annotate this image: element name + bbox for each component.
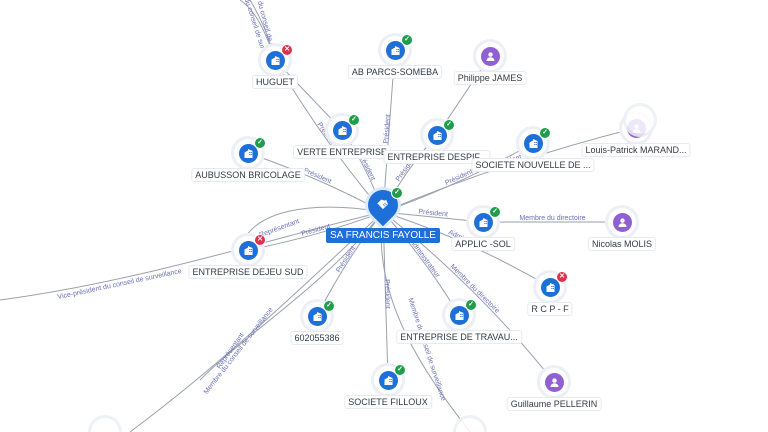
building-icon (427, 125, 447, 145)
node-label-philippe[interactable]: Philippe JAMES (454, 72, 526, 84)
edge-label-nouvelle: Président (444, 168, 474, 187)
edge-offscreen-0 (0, 211, 384, 301)
node-label-despif[interactable]: ENTREPRISE DESPIF... (384, 151, 490, 163)
check-icon: ✓ (465, 299, 477, 311)
check-icon: ✓ (323, 300, 335, 312)
building-icon (378, 370, 398, 390)
check-icon: ✓ (254, 137, 266, 149)
node-marker-nicolas[interactable] (608, 208, 636, 236)
node-label-rcpf[interactable]: R C P - F (528, 303, 572, 315)
node-marker-philippe[interactable] (476, 42, 504, 70)
node-label-verte[interactable]: VERTE ENTREPRISE (294, 146, 390, 158)
cross-icon: ✕ (254, 234, 266, 246)
building-icon (523, 133, 543, 153)
check-icon: ✓ (391, 187, 403, 199)
edge-label-n602: Président (335, 245, 357, 274)
edge-label-ab-parcs: Président (383, 114, 392, 144)
building-icon (265, 50, 285, 70)
building-icon (449, 305, 469, 325)
check-icon: ✓ (394, 364, 406, 376)
node-label-guillaume[interactable]: Guillaume PELLERIN (507, 398, 601, 410)
check-icon: ✓ (443, 119, 455, 131)
check-icon: ✓ (348, 114, 360, 126)
node-label-travau[interactable]: ENTREPRISE DE TRAVAU... (397, 331, 521, 343)
node-label-applic[interactable]: APPLIC -SOL (452, 238, 514, 250)
building-icon (332, 120, 352, 140)
node-label-filloux[interactable]: SOCIETE FILLOUX (345, 396, 431, 408)
node-label-dejeu[interactable]: ENTREPRISE DEJEU SUD (189, 266, 307, 278)
node-marker-travau[interactable] (445, 301, 473, 329)
edge-label-travau: Administrateur (408, 239, 441, 280)
node-marker (626, 106, 654, 134)
edge-c-dejeu (247, 211, 384, 251)
edge-c-nouvelle (382, 142, 534, 213)
node-label-ab-parcs[interactable]: AB PARCS-SOMEBA (348, 66, 442, 78)
node-label-louis[interactable]: Louis-Patrick MARAND... (582, 144, 690, 156)
building-icon (540, 277, 560, 297)
node-label-aubusson[interactable]: AUBUSSON BRICOLAGE (192, 169, 304, 181)
person-icon (544, 372, 564, 392)
edge-label-filloux: Président (383, 279, 391, 309)
center-marker[interactable] (361, 183, 405, 227)
node-marker-guillaume[interactable] (540, 368, 568, 396)
check-icon: ✓ (539, 127, 551, 139)
edge-label-offscreen-0: Vice-président du conseil de surveillanc… (57, 268, 183, 301)
edge-label-nicolas: Membre du directoire (519, 215, 585, 222)
center-node-label[interactable]: SA FRANCIS FAYOLLE (326, 228, 440, 243)
check-icon: ✓ (401, 34, 413, 46)
building-icon (385, 40, 405, 60)
check-icon: ✓ (489, 206, 501, 218)
building-icon (473, 212, 493, 232)
edge-label-offscreen-2: Membre du conseil de surveillance (406, 297, 446, 402)
edge-label-aubusson: Président (302, 167, 332, 185)
edge-label-applic: Président (418, 209, 448, 219)
building-icon (238, 240, 258, 260)
node-label-nouvelle[interactable]: SOCIETE NOUVELLE DE ... (472, 159, 594, 171)
node-label-n602[interactable]: 602055386 (291, 332, 343, 344)
node-marker-verte[interactable] (328, 116, 356, 144)
person-icon (612, 212, 632, 232)
node-label-huguet[interactable]: HUGUET (253, 76, 297, 88)
building-icon (376, 196, 389, 214)
building-icon (307, 306, 327, 326)
cross-icon: ✕ (556, 271, 568, 283)
node-marker-n602[interactable] (303, 302, 331, 330)
edge-label-offscreen-1: Membre du conseil de surveillance (203, 306, 275, 395)
node-label-nicolas[interactable]: Nicolas MOLIS (588, 238, 656, 250)
cross-icon: ✕ (281, 44, 293, 56)
person-icon (480, 46, 500, 66)
node-marker (456, 418, 484, 432)
node-marker-aubusson[interactable] (234, 139, 262, 167)
node-marker (91, 418, 119, 432)
building-icon (238, 143, 258, 163)
